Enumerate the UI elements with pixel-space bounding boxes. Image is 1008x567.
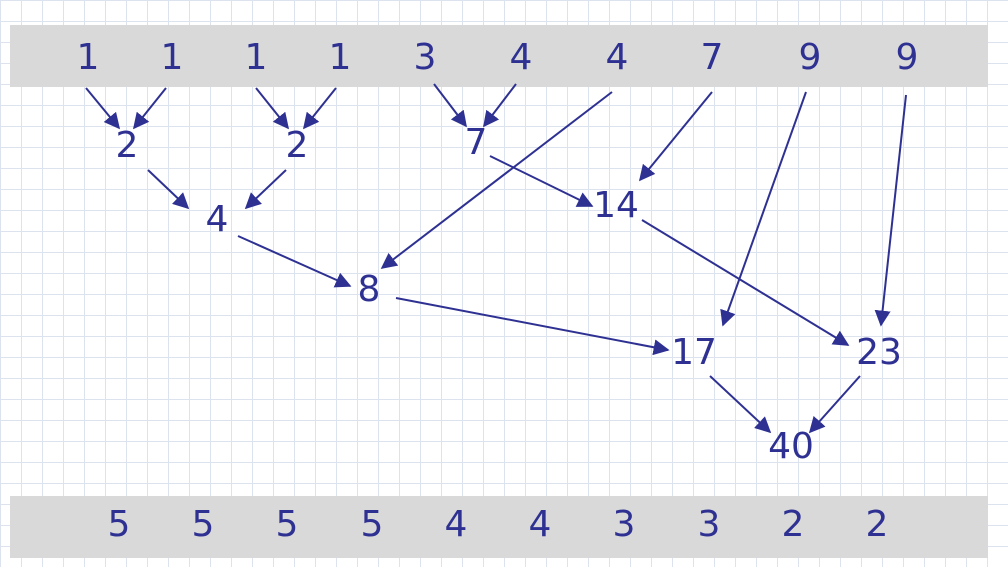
code-length: 4	[528, 504, 552, 545]
merge-node: 2	[285, 125, 309, 166]
merge-arrow	[255, 87, 289, 130]
code-length: 4	[444, 504, 468, 545]
input-weight: 4	[605, 37, 629, 78]
merge-arrow	[147, 169, 190, 210]
merge-arrow	[395, 297, 670, 356]
merge-node: 7	[464, 122, 488, 163]
code-length: 5	[360, 504, 384, 545]
merge-node: 23	[856, 332, 902, 373]
code-length: 5	[275, 504, 299, 545]
merge-arrow	[380, 91, 613, 269]
merge-arrow	[433, 83, 467, 128]
input-weight: 4	[509, 37, 533, 78]
input-weight: 1	[328, 37, 352, 78]
merge-arrow	[85, 87, 121, 130]
input-weight: 1	[160, 37, 184, 78]
output-code-length-band	[10, 496, 988, 558]
merge-arrow	[808, 375, 861, 434]
code-length: 3	[697, 504, 721, 545]
merge-arrow	[638, 91, 713, 182]
input-weight: 7	[700, 37, 724, 78]
merge-node: 4	[205, 199, 229, 240]
input-weight: 1	[244, 37, 268, 78]
code-length: 3	[612, 504, 636, 545]
merge-arrow	[641, 219, 850, 346]
input-frequency-band	[10, 25, 988, 87]
merge-arrow	[133, 87, 167, 130]
merge-node: 14	[593, 185, 639, 226]
merge-arrow	[237, 235, 352, 288]
merge-arrow	[244, 169, 287, 210]
code-length: 2	[781, 504, 805, 545]
merge-node: 8	[357, 269, 381, 310]
merge-arrow	[483, 83, 517, 128]
merge-arrow	[874, 94, 907, 327]
merge-node: 17	[671, 332, 717, 373]
input-weight: 3	[413, 37, 437, 78]
merge-node: 2	[115, 125, 139, 166]
input-weight: 9	[798, 37, 822, 78]
input-weight: 9	[895, 37, 919, 78]
merge-arrow	[720, 91, 807, 327]
merge-arrow	[709, 375, 772, 434]
input-weight: 1	[76, 37, 100, 78]
merge-arrow	[303, 87, 337, 130]
root-node: 40	[768, 426, 814, 467]
merge-arrow	[489, 155, 594, 207]
code-length: 5	[107, 504, 131, 545]
code-length: 2	[865, 504, 889, 545]
code-length: 5	[191, 504, 215, 545]
